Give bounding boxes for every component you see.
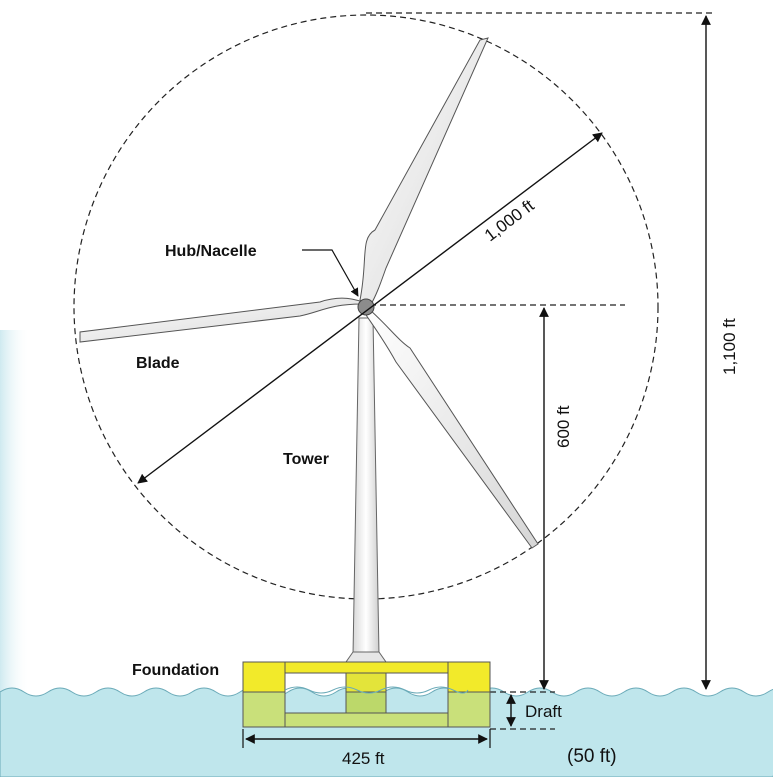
- blade-label: Blade: [136, 355, 180, 372]
- hub-leader-line: [302, 249, 359, 297]
- foundation-width-label: 425 ft: [342, 749, 385, 768]
- rotor-diameter-dimension: [137, 132, 603, 484]
- foundation-label: Foundation: [132, 662, 219, 679]
- total-height-label: 1,100 ft: [720, 318, 739, 375]
- blade-lower: [363, 309, 539, 549]
- blade-left: [79, 297, 363, 343]
- floating-foundation: [242, 661, 491, 728]
- hub-height-label: 600 ft: [554, 405, 573, 448]
- rotor-swept-circle: [73, 14, 659, 600]
- tower-base-flange: [345, 651, 387, 663]
- hub-nacelle-label: Hub/Nacelle: [165, 243, 257, 260]
- draft-depth-label: (50 ft): [567, 746, 617, 767]
- tower: [352, 317, 380, 656]
- blade-upper: [359, 37, 489, 307]
- draft-label: Draft: [525, 702, 562, 721]
- tower-label: Tower: [283, 451, 329, 468]
